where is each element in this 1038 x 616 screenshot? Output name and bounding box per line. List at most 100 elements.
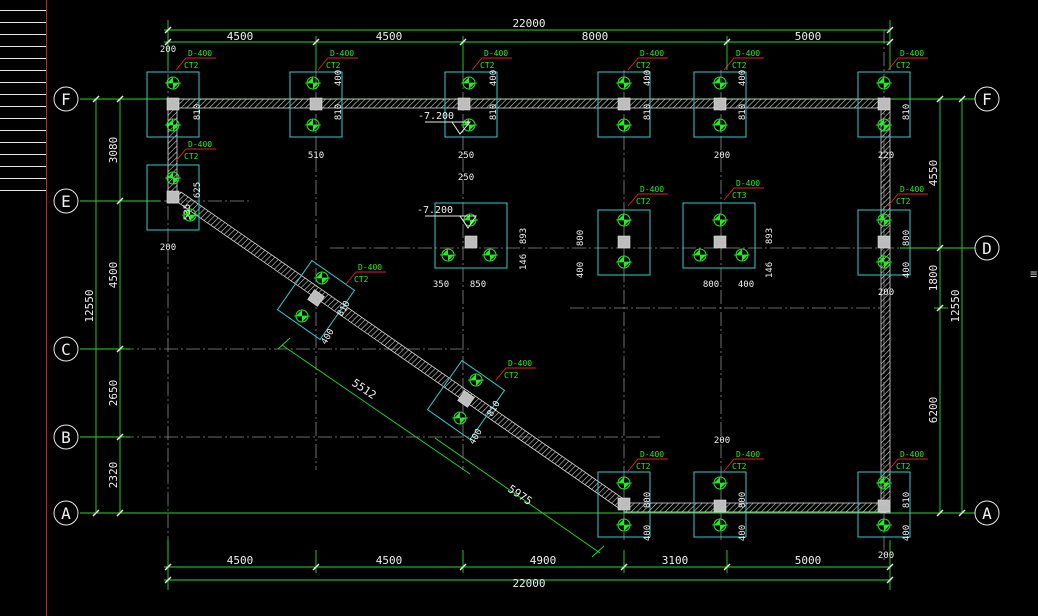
right-axis-bubbles: F D A — [974, 86, 1000, 526]
pile-cap-f4[interactable] — [597, 71, 651, 138]
pile-diameter-label: D-400 — [900, 450, 924, 459]
axis-bubble-a-right[interactable]: A — [974, 500, 1000, 526]
svg-text:E: E — [61, 192, 71, 211]
cap-type-label: CT2 — [184, 152, 199, 161]
pile-diameter-label: D-400 — [736, 179, 760, 188]
pile-symbol — [616, 518, 632, 532]
wall-diagonal — [172, 191, 629, 510]
cap-dim: 220 — [878, 151, 894, 161]
elevation-label: -7.200 — [417, 205, 453, 216]
pile-symbol — [165, 76, 181, 90]
pile-cap-f3[interactable] — [444, 71, 498, 138]
cap-dim: 625 — [193, 182, 203, 198]
pile-symbol — [165, 171, 181, 185]
cap-dim: 800 — [576, 230, 586, 246]
cap-dim: 250 — [458, 151, 474, 161]
dim-top-seg-3: 8000 — [582, 30, 609, 43]
axis-bubble-f-left[interactable]: F — [53, 86, 79, 112]
wall-top — [169, 98, 887, 109]
cap-dim: 893 — [765, 228, 775, 244]
cap-type-label: CT2 — [636, 462, 651, 471]
sidebar-tick — [0, 70, 46, 71]
pile-caps — [146, 71, 911, 538]
pile-symbol — [876, 118, 892, 132]
axis-bubble-f-right[interactable]: F — [974, 86, 1000, 112]
dim-left-seg-3: 2650 — [107, 380, 120, 407]
pile-cap-d3[interactable] — [682, 202, 756, 269]
pile-cap-d1[interactable] — [434, 202, 508, 269]
cap-dim: 510 — [308, 151, 324, 161]
pile-cap-a3[interactable] — [857, 471, 911, 538]
wall-left — [167, 98, 178, 204]
cap-dim: 200 — [878, 288, 894, 298]
cap-dim: 800 — [738, 492, 748, 508]
grid-lines — [80, 98, 975, 514]
cap-dim: 810 — [738, 104, 748, 120]
axis-bubble-e-left[interactable]: E — [53, 188, 79, 214]
dim-top-total: 22000 — [512, 17, 545, 30]
axis-bubble-c-left[interactable]: C — [53, 336, 79, 362]
pile-symbol — [182, 208, 198, 222]
pile-cap-f5[interactable] — [693, 71, 747, 138]
svg-text:D: D — [982, 239, 992, 258]
pile-symbol — [616, 213, 632, 227]
dim-right-seg-2: 1800 — [927, 265, 940, 292]
pile-cap-f2[interactable] — [289, 71, 343, 138]
dim-bottom-seg-3: 4900 — [530, 554, 557, 567]
pile-symbol — [876, 476, 892, 490]
pile-diameter-label: D-400 — [640, 49, 664, 58]
pile-symbol — [294, 309, 310, 323]
pile-diameter-label: D-400 — [484, 49, 508, 58]
cap-dim: 400 — [320, 327, 337, 346]
pile-symbol — [616, 118, 632, 132]
cap-type-label: CT2 — [732, 462, 747, 471]
cap-dim: 800 — [703, 280, 719, 290]
pile-symbol — [712, 518, 728, 532]
pile-cap-a2[interactable] — [693, 471, 747, 538]
pile-diameter-label: D-400 — [358, 263, 382, 272]
cap-dim: 893 — [519, 228, 529, 244]
axis-bubble-d-right[interactable]: D — [974, 235, 1000, 261]
cap-dim: 810 — [193, 104, 203, 120]
axis-bubble-a-left[interactable]: A — [53, 500, 79, 526]
cap-dim: 810 — [334, 104, 344, 120]
sidebar-tick — [0, 46, 46, 47]
pile-symbol — [876, 76, 892, 90]
pile-cap-diag1[interactable] — [276, 259, 356, 341]
pile-cap-a1[interactable] — [597, 471, 651, 538]
pile-diameter-label: D-400 — [188, 140, 212, 149]
cap-dim: 200 — [160, 243, 176, 253]
dim-right-seg-1: 4550 — [927, 160, 940, 187]
cap-dim: 535 — [183, 204, 193, 220]
sidebar-tick — [0, 22, 46, 23]
pile-symbol — [692, 248, 708, 262]
pile-diameter-label: D-400 — [640, 450, 664, 459]
pile-cap-d4[interactable] — [857, 209, 911, 276]
pile-diameter-label: D-400 — [640, 185, 664, 194]
cap-type-label: CT2 — [896, 462, 911, 471]
pile-symbol — [165, 118, 181, 132]
columns — [166, 97, 891, 513]
dim-bottom-total: 22000 — [512, 577, 545, 590]
axis-bubble-b-left[interactable]: B — [53, 424, 79, 450]
pile-cap-f6[interactable] — [857, 71, 911, 138]
pile-cap-diag2[interactable] — [426, 359, 506, 441]
dim-bottom-seg-4: 3100 — [662, 554, 689, 567]
sidebar-tick — [0, 94, 46, 95]
pile-cap-f1[interactable] — [146, 71, 200, 138]
pile-cap-d2[interactable] — [597, 209, 651, 276]
side-mark: ≡ — [1030, 267, 1037, 281]
cap-dim: 800 — [902, 230, 912, 246]
pile-symbol — [440, 248, 456, 262]
pile-symbol — [876, 255, 892, 269]
sidebar-tick — [0, 142, 46, 143]
pile-cap-e1[interactable] — [146, 164, 200, 231]
pile-diameter-label: D-400 — [188, 49, 212, 58]
